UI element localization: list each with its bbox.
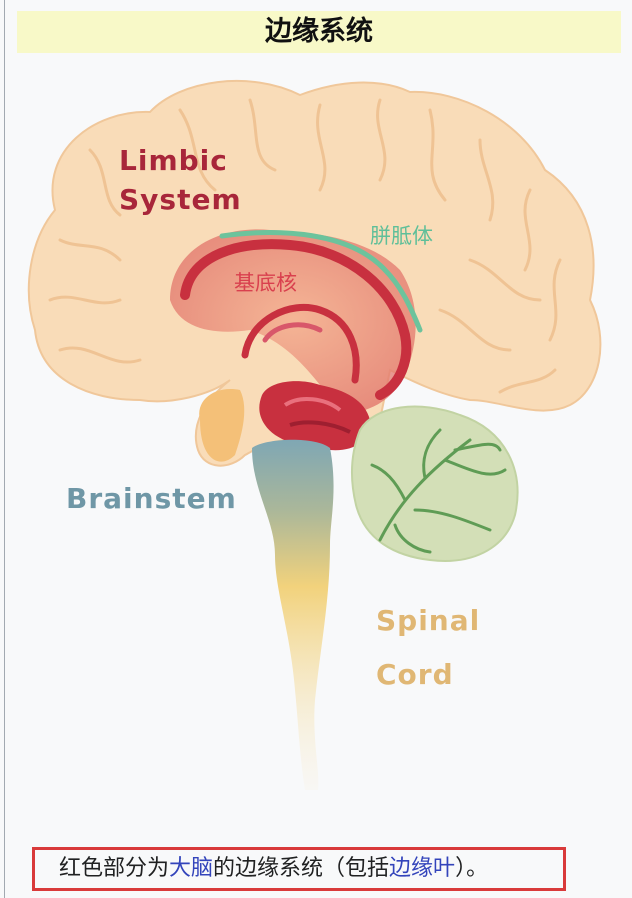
spinal-label-line1: Spinal <box>376 604 481 637</box>
limbic-system-label: Limbic System <box>119 141 242 219</box>
figure-caption: 红色部分为大脑的边缘系统（包括边缘叶）。 <box>32 847 566 891</box>
brainstem-label: Brainstem <box>66 482 237 515</box>
spinal-label-line2: Cord <box>376 658 454 691</box>
temporal-lobe <box>199 389 245 462</box>
page-title: 边缘系统 <box>17 11 621 53</box>
gyri-folds <box>48 98 562 394</box>
brainstem-spinal-cord <box>252 439 334 790</box>
corpus-callosum-label: 胼胝体 <box>370 224 433 248</box>
corpus-callosum-line <box>219 230 423 333</box>
spinal-cord-label: Spinal Cord <box>376 594 480 702</box>
cingulate-gyrus <box>180 239 412 400</box>
fornix <box>241 303 360 384</box>
left-border <box>4 0 5 898</box>
basal-ganglia-label: 基底核 <box>234 271 297 295</box>
limbic-label-line1: Limbic <box>119 144 228 177</box>
cerebellum-branches <box>370 428 507 554</box>
caption-text-3: ）。 <box>455 856 489 881</box>
caption-text-2: 的边缘系统（包括 <box>213 856 390 881</box>
hippocampus <box>259 381 371 451</box>
limbic-lobe-link[interactable]: 边缘叶 <box>389 856 456 881</box>
caption-text-1: 红色部分为 <box>59 856 170 881</box>
inner-arc <box>262 322 323 343</box>
limbic-label-line2: System <box>119 183 242 216</box>
cerebellum <box>350 405 519 562</box>
cerebrum-link[interactable]: 大脑 <box>169 856 214 881</box>
